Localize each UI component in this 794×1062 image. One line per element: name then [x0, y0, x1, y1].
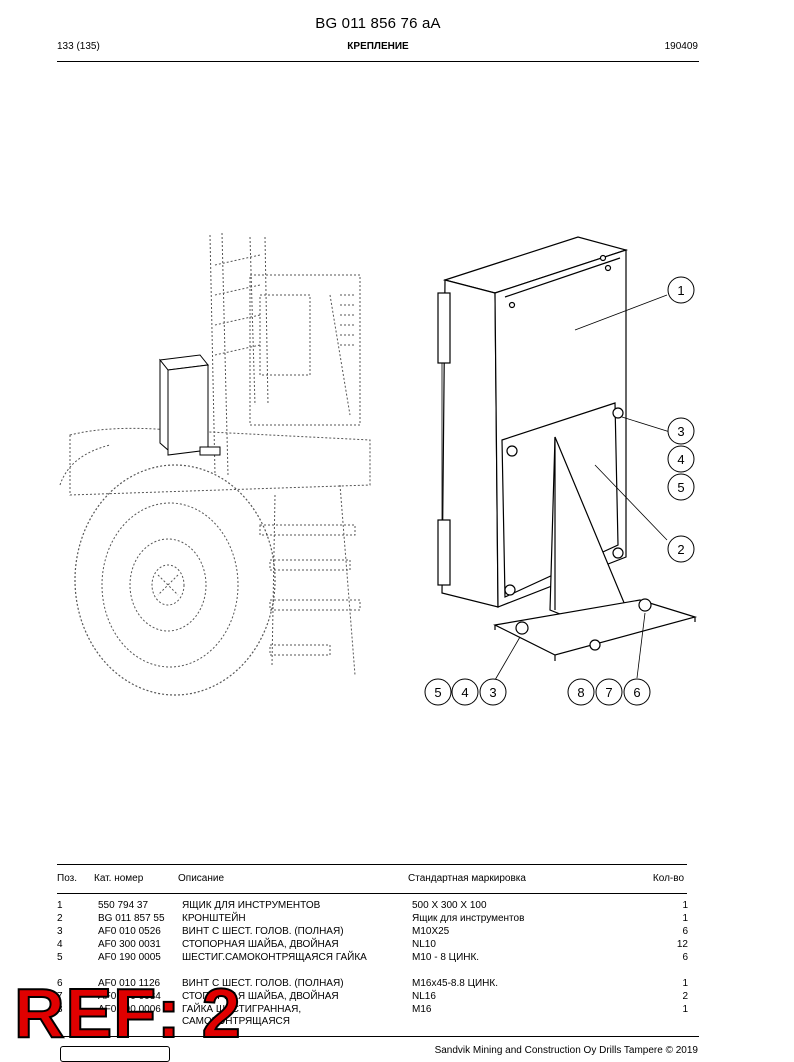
cell-cat: 550 794 37: [98, 900, 149, 911]
table-row: 3 AF0 010 0526 ВИНТ С ШЕСТ. ГОЛОВ. (ПОЛН…: [0, 926, 794, 939]
svg-text:8: 8: [577, 685, 584, 700]
cell-desc: ГАЙКА ШЕСТИГРАННАЯ,: [182, 1004, 302, 1015]
callout-5: 5: [667, 473, 695, 501]
cell-pos: 5: [57, 952, 63, 963]
cell-std: Ящик для инструментов: [412, 913, 525, 924]
cell-qty: 1: [682, 900, 688, 911]
callout-5-lower: 5: [424, 678, 452, 706]
svg-text:4: 4: [461, 685, 468, 700]
callout-8: 8: [567, 678, 595, 706]
cell-cat: BG 011 857 55: [98, 913, 165, 924]
cell-std: NL10: [412, 939, 436, 950]
cell-cat: AF0 300 0031: [98, 939, 161, 950]
svg-text:5: 5: [677, 480, 684, 495]
svg-text:2: 2: [677, 542, 684, 557]
cell-qty: 1: [682, 978, 688, 989]
callout-1: 1: [667, 276, 695, 304]
cell-std: 500 X 300 X 100: [412, 900, 487, 911]
leader-lines: [494, 294, 671, 681]
cell-desc-continued: САМОКОНТРЯЩАЯСЯ: [182, 1016, 290, 1027]
cell-pos: 3: [57, 926, 63, 937]
callout-3-lower: 3: [479, 678, 507, 706]
cell-qty: 6: [682, 952, 688, 963]
toolbox-exploded-view: [437, 236, 698, 661]
svg-text:5: 5: [434, 685, 441, 700]
table-row: 4 AF0 300 0031 СТОПОРНАЯ ШАЙБА, ДВОЙНАЯ …: [0, 939, 794, 952]
assembly-drawing: 1 3 4 5 2 5 4 3: [50, 225, 710, 715]
cell-qty: 12: [676, 939, 688, 950]
cell-desc: СТОПОРНАЯ ШАЙБА, ДВОЙНАЯ: [182, 939, 339, 950]
col-header-std: Стандартная маркировка: [408, 873, 526, 884]
table-top-rule: [57, 864, 687, 865]
col-header-qty: Кол-во: [652, 873, 684, 884]
callout-6: 6: [623, 678, 651, 706]
cell-desc: ШЕСТИГ.САМОКОНТРЯЩАЯСЯ ГАЙКА: [182, 952, 367, 963]
table-header-rule: [57, 893, 687, 894]
cell-desc: СТОПОРНАЯ ШАЙБА, ДВОЙНАЯ: [182, 991, 339, 1002]
svg-text:7: 7: [605, 685, 612, 700]
cell-qty: 6: [682, 926, 688, 937]
document-id: BG 011 856 76 aA: [315, 15, 441, 32]
cell-pos: 4: [57, 939, 63, 950]
date-code: 190409: [664, 41, 698, 52]
page-number: 133 (135): [57, 41, 100, 52]
cell-pos: 1: [57, 900, 63, 911]
cell-std: M16x45-8.8 ЦИНК.: [412, 978, 498, 989]
table-row: 2 BG 011 857 55 КРОНШТЕЙН Ящик для инстр…: [0, 913, 794, 926]
table-row: 1 550 794 37 ЯЩИК ДЛЯ ИНСТРУМЕНТОВ 500 X…: [0, 900, 794, 913]
cell-qty: 1: [682, 913, 688, 924]
footer-divider: [57, 1036, 699, 1037]
cell-desc: КРОНШТЕЙН: [182, 913, 246, 924]
cell-desc: ВИНТ С ШЕСТ. ГОЛОВ. (ПОЛНАЯ): [182, 926, 344, 937]
cell-desc: ЯЩИК ДЛЯ ИНСТРУМЕНТОВ: [182, 900, 321, 911]
ref-stamp: REF: 2: [13, 974, 242, 1052]
callout-7: 7: [595, 678, 623, 706]
cell-pos: 2: [57, 913, 63, 924]
svg-text:3: 3: [677, 424, 684, 439]
cell-cat: AF0 300 0034: [98, 991, 161, 1002]
table-row: 7 AF0 300 0034 СТОПОРНАЯ ШАЙБА, ДВОЙНАЯ …: [0, 991, 794, 1004]
cell-cat: AF0 190 0006: [98, 1004, 161, 1015]
cell-pos: 6: [57, 978, 63, 989]
cell-cat: AF0 010 0526: [98, 926, 161, 937]
callout-3: 3: [667, 417, 695, 445]
cell-std: NL16: [412, 991, 436, 1002]
svg-text:4: 4: [677, 452, 684, 467]
col-header-cat: Кат. номер: [94, 873, 144, 884]
cell-qty: 2: [682, 991, 688, 1002]
cell-pos: 8: [57, 1004, 63, 1015]
table-row: 8 AF0 190 0006 ГАЙКА ШЕСТИГРАННАЯ, M16 1: [0, 1004, 794, 1017]
cell-std: M10 - 8 ЦИНК.: [412, 952, 480, 963]
callout-2: 2: [667, 535, 695, 563]
callout-4-lower: 4: [451, 678, 479, 706]
col-header-pos: Поз.: [57, 873, 77, 884]
cell-desc: ВИНТ С ШЕСТ. ГОЛОВ. (ПОЛНАЯ): [182, 978, 344, 989]
col-header-desc: Описание: [178, 873, 225, 884]
cell-cat: AF0 190 0005: [98, 952, 161, 963]
cell-std: M16: [412, 1004, 432, 1015]
cell-std: M10X25: [412, 926, 450, 937]
svg-text:1: 1: [677, 283, 684, 298]
drawing-canvas: 1 3 4 5 2 5 4 3: [59, 232, 698, 706]
table-row: 5 AF0 190 0005 ШЕСТИГ.САМОКОНТРЯЩАЯСЯ ГА…: [0, 952, 794, 965]
table-row: 6 AF0 010 1126 ВИНТ С ШЕСТ. ГОЛОВ. (ПОЛН…: [0, 978, 794, 991]
cell-qty: 1: [682, 1004, 688, 1015]
callout-4: 4: [667, 445, 695, 473]
section-title: КРЕПЛЕНИЕ: [347, 41, 409, 52]
header-divider: [57, 61, 699, 62]
cell-cat: AF0 010 1126: [98, 978, 161, 989]
toolbox-on-machine: [159, 354, 221, 456]
svg-text:3: 3: [489, 685, 496, 700]
machine-illustration: [59, 232, 371, 696]
cell-pos: 7: [57, 991, 63, 1002]
svg-text:6: 6: [633, 685, 640, 700]
copyright: Sandvik Mining and Construction Oy Drill…: [434, 1045, 698, 1056]
